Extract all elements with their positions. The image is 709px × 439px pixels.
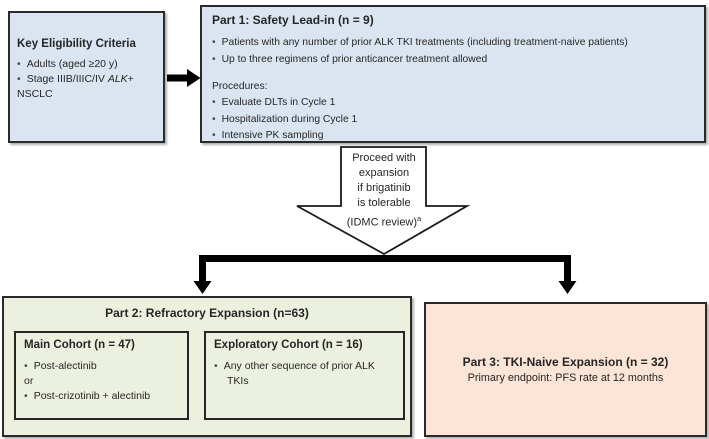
main-cohort-title: Main Cohort (n = 47) <box>24 339 135 351</box>
part1-safety-lead-in-box: Part 1: Safety Lead-in (n = 9) Patients … <box>200 5 706 143</box>
part1-bullet-list: Patients with any number of prior ALK TK… <box>212 35 696 68</box>
funnel-condition-text: Proceed with expansion if brigatinib is … <box>304 151 464 231</box>
funnel-line-3: if brigatinib <box>357 182 411 194</box>
part1-title: Part 1: Safety Lead-in (n = 9) <box>212 13 374 27</box>
eligibility-stage-gene: ALK <box>107 73 128 85</box>
part1-procedures-list: Evaluate DLTs in Cycle 1 Hospitalization… <box>212 95 696 145</box>
right-arrow-icon <box>167 69 201 87</box>
part1-procedure-pk: Intensive PK sampling <box>212 128 696 145</box>
exploratory-cohort-title: Exploratory Cohort (n = 16) <box>214 339 363 351</box>
eligibility-bullet-adults-text: Adults (aged ≥20 y) <box>26 58 118 70</box>
funnel-line-1: Proceed with <box>352 152 416 164</box>
eligibility-box: Key Eligibility Criteria Adults (aged ≥2… <box>8 11 165 143</box>
part2-title: Part 2: Refractory Expansion (n=63) <box>105 306 309 320</box>
part1-procedures-label: Procedures: <box>212 81 268 92</box>
eligibility-stage-wrap-line: NSCLC <box>17 88 53 100</box>
eligibility-bullet-stage: Stage IIIB/IIIC/IV ALK+ NSCLC <box>17 72 157 102</box>
main-cohort-bullet-1-text: Post-alectinib <box>33 360 97 372</box>
eligibility-title: Key Eligibility Criteria <box>17 38 136 50</box>
left-down-arrowhead-icon <box>193 281 212 294</box>
funnel-line-5-text: (IDMC review) <box>346 216 418 229</box>
part2-refractory-expansion-box: Part 2: Refractory Expansion (n=63) Main… <box>2 296 412 437</box>
part1-procedure-hospitalization: Hospitalization during Cycle 1 <box>212 112 696 129</box>
part3-title: Part 3: TKI-Naive Expansion (n = 32) <box>462 355 669 369</box>
eligibility-stage-plus: + <box>127 73 134 85</box>
funnel-line-5: (IDMC review)a <box>304 211 464 231</box>
main-cohort-bullet-post-alectinib: Post-alectinib <box>24 359 181 374</box>
main-cohort-box: Main Cohort (n = 47) Post-alectinib or P… <box>14 331 189 420</box>
main-cohort-bullet-2-text: Post-crizotinib + alectinib <box>33 390 151 402</box>
exploratory-cohort-box: Exploratory Cohort (n = 16) Any other se… <box>204 331 405 420</box>
eligibility-stage-pre: Stage IIIB/IIIC/IV <box>26 73 108 85</box>
split-connector-arrows <box>193 255 577 294</box>
right-down-arrowhead-icon <box>558 281 577 294</box>
main-cohort-list: Post-alectinib or Post-crizotinib + alec… <box>24 359 181 404</box>
part3-tki-naive-expansion-box: Part 3: TKI-Naive Expansion (n = 32) Pri… <box>424 302 707 437</box>
funnel-line-4: is tolerable <box>357 197 411 209</box>
main-cohort-bullet-post-crizotinib: Post-crizotinib + alectinib <box>24 389 181 404</box>
exploratory-cohort-bullet-sequence: Any other sequence of prior ALK TKIs <box>214 359 397 389</box>
eligibility-bullet-adults: Adults (aged ≥20 y) <box>17 57 157 72</box>
funnel-footnote-marker: a <box>417 214 422 223</box>
funnel-line-2: expansion <box>358 167 410 179</box>
part1-procedure-dlt: Evaluate DLTs in Cycle 1 <box>212 95 696 112</box>
part1-bullet-regimens: Up to three regimens of prior anticancer… <box>212 52 696 69</box>
exploratory-cohort-list: Any other sequence of prior ALK TKIs <box>214 359 397 389</box>
part1-bullet-prior-tki: Patients with any number of prior ALK TK… <box>212 35 696 52</box>
eligibility-bullet-list: Adults (aged ≥20 y) Stage IIIB/IIIC/IV A… <box>17 57 157 102</box>
part3-primary-endpoint: Primary endpoint: PFS rate at 12 months <box>467 372 664 384</box>
main-cohort-or-label: or <box>24 375 34 387</box>
